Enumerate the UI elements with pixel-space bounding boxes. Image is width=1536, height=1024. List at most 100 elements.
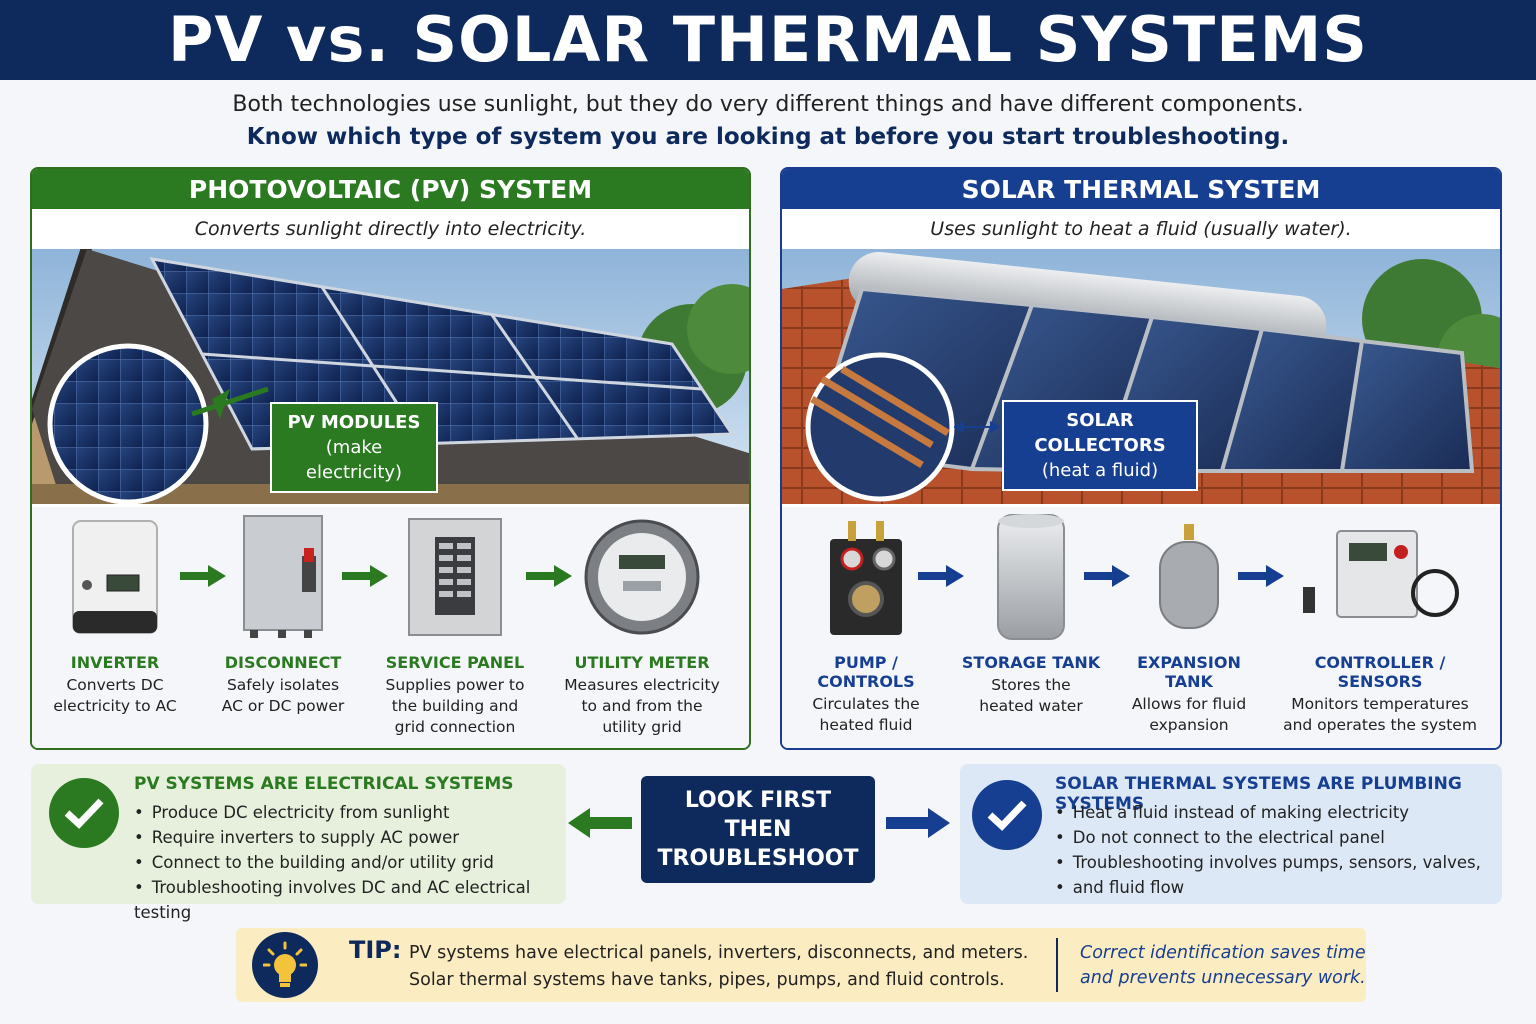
pv-panel-subtitle: Converts sunlight directly into electric… xyxy=(194,218,587,240)
tip-banner: TIP: PV systems have electrical panels, … xyxy=(236,928,1366,1002)
list-item: Troubleshooting involves DC and AC elect… xyxy=(134,875,566,925)
flow-arrow-icon xyxy=(1084,565,1130,587)
pv-component-title: INVERTER xyxy=(70,653,160,672)
tip-line: Solar thermal systems have tanks, pipes,… xyxy=(409,970,1005,990)
page-title: PV vs. SOLAR THERMAL SYSTEMS xyxy=(168,3,1368,76)
solar-collectors-label: SOLAR COLLECTORS xyxy=(1034,410,1166,456)
st-component-desc: and operates the system xyxy=(1283,716,1477,734)
st-panel-title: SOLAR THERMAL SYSTEM xyxy=(782,169,1500,209)
st-rooftop-scene: SOLAR COLLECTORS (heat a fluid) xyxy=(782,249,1500,504)
pv-component-desc: the building and xyxy=(391,697,519,715)
st-component-desc: Allows for fluid xyxy=(1131,695,1247,713)
pv-components: INVERTER Converts DC electricity to AC D… xyxy=(32,507,749,748)
pv-panel-title: PHOTOVOLTAIC (PV) SYSTEM xyxy=(32,169,749,209)
utility-meter-icon xyxy=(584,519,700,634)
lightbulb-icon xyxy=(252,932,318,998)
pv-component-desc: Safely isolates xyxy=(226,676,340,694)
solar-collectors-desc: (heat a fluid) xyxy=(1041,460,1159,481)
inverter-icon xyxy=(72,519,158,634)
tip-divider xyxy=(1056,938,1058,992)
pv-component-desc: Measures electricity xyxy=(564,676,720,694)
storage-tank-icon xyxy=(997,514,1065,640)
st-components: PUMP / CONTROLS Circulates the heated fl… xyxy=(782,507,1500,748)
list-item: Connect to the building and/or utility g… xyxy=(134,850,566,875)
st-component-desc: expansion xyxy=(1149,716,1229,734)
solar-thermal-system-panel: SOLAR THERMAL SYSTEM Uses sunlight to he… xyxy=(780,167,1502,750)
list-item: and fluid flow xyxy=(1055,875,1481,900)
pv-modules-label: PV MODULES xyxy=(287,412,421,433)
look-first-banner: LOOK FIRST THEN TROUBLESHOOT xyxy=(641,776,875,883)
look-first-line: THEN xyxy=(724,817,792,842)
pv-component-service-panel: SERVICE PANEL Supplies power to the buil… xyxy=(380,507,530,738)
list-item: Troubleshooting involves pumps, sensors,… xyxy=(1055,850,1481,875)
st-summary-list: Heat a fluid instead of making electrici… xyxy=(1055,800,1481,900)
tip-note-line: and prevents unnecessary work. xyxy=(1080,968,1366,988)
pv-component-title: DISCONNECT xyxy=(224,653,342,672)
pv-modules-desc: (make electricity) xyxy=(305,437,403,483)
arrow-left-icon xyxy=(568,808,632,838)
pv-summary-box: PV SYSTEMS ARE ELECTRICAL SYSTEMS Produc… xyxy=(31,764,566,922)
look-first-line: TROUBLESHOOT xyxy=(657,846,859,871)
st-component-desc: Monitors temperatures xyxy=(1291,695,1469,713)
st-panel-subtitle: Uses sunlight to heat a fluid (usually w… xyxy=(930,218,1352,240)
pv-component-desc: to and from the xyxy=(581,697,703,715)
st-component-desc: Circulates the xyxy=(812,695,920,713)
pv-modules-callout: PV MODULES (make electricity) xyxy=(270,402,438,493)
st-component-title: EXPANSION TANK xyxy=(1137,653,1241,691)
flow-arrow-icon xyxy=(1238,565,1284,587)
tip-line: PV systems have electrical panels, inver… xyxy=(409,943,1029,963)
pv-component-desc: utility grid xyxy=(602,718,682,736)
pv-component-desc: electricity to AC xyxy=(53,697,177,715)
flow-arrow-icon xyxy=(526,565,572,587)
pv-component-utility-meter: UTILITY METER Measures electricity to an… xyxy=(562,507,722,738)
st-component-controller: CONTROLLER / SENSORS Monitors temperatur… xyxy=(1274,507,1486,736)
tip-label: TIP: xyxy=(349,936,402,964)
st-component-title: CONTROLLER / SENSORS xyxy=(1314,653,1446,691)
st-component-title: PUMP / CONTROLS xyxy=(817,653,915,691)
st-component-desc: heated fluid xyxy=(819,716,913,734)
checkmark-icon xyxy=(49,778,119,848)
pv-summary-title: PV SYSTEMS ARE ELECTRICAL SYSTEMS xyxy=(134,774,514,794)
pv-component-desc: Supplies power to xyxy=(385,676,525,694)
pv-component-title: SERVICE PANEL xyxy=(385,653,525,672)
flow-arrow-icon xyxy=(180,565,226,587)
intro-text: Both technologies use sunlight, but they… xyxy=(232,92,1304,117)
look-first-line: LOOK FIRST xyxy=(684,788,832,813)
pv-component-desc: grid connection xyxy=(394,718,516,736)
list-item: Heat a fluid instead of making electrici… xyxy=(1055,800,1481,825)
pv-summary-list: Produce DC electricity from sunlight Req… xyxy=(134,800,566,925)
st-component-storage-tank: STORAGE TANK Stores the heated water xyxy=(956,507,1106,717)
pv-rooftop-scene: PV MODULES (make electricity) xyxy=(32,249,749,504)
service-panel-icon xyxy=(408,517,502,636)
pv-component-disconnect: DISCONNECT Safely isolates AC or DC powe… xyxy=(208,507,358,717)
tip-note: Correct identification saves time and pr… xyxy=(1080,941,1366,991)
solar-collectors-callout: SOLAR COLLECTORS (heat a fluid) xyxy=(1002,400,1198,491)
pv-component-desc: Converts DC xyxy=(66,676,164,694)
st-rooftop-illustration xyxy=(782,249,1500,504)
st-component-title: STORAGE TANK xyxy=(961,653,1101,672)
st-component-pump: PUMP / CONTROLS Circulates the heated fl… xyxy=(786,507,946,736)
st-component-desc: Stores the xyxy=(991,676,1071,694)
flow-arrow-icon xyxy=(342,565,388,587)
intro-emphasis: Know which type of system you are lookin… xyxy=(246,124,1290,150)
pump-icon xyxy=(830,520,902,635)
checkmark-icon xyxy=(972,780,1042,850)
list-item: Do not connect to the electrical panel xyxy=(1055,825,1481,850)
pv-component-inverter: INVERTER Converts DC electricity to AC xyxy=(40,507,190,717)
tip-note-line: Correct identification saves time xyxy=(1080,943,1366,963)
list-item: Require inverters to supply AC power xyxy=(134,825,566,850)
pv-component-desc: AC or DC power xyxy=(221,697,345,715)
page-header: PV vs. SOLAR THERMAL SYSTEMS xyxy=(0,0,1536,80)
pv-system-panel: PHOTOVOLTAIC (PV) SYSTEM Converts sunlig… xyxy=(30,167,751,750)
controller-icon xyxy=(1303,530,1459,618)
tip-text: PV systems have electrical panels, inver… xyxy=(409,940,1028,994)
pv-rooftop-illustration xyxy=(32,249,749,504)
flow-arrow-icon xyxy=(918,565,964,587)
pv-component-title: UTILITY METER xyxy=(574,653,710,672)
list-item: Produce DC electricity from sunlight xyxy=(134,800,566,825)
arrow-right-icon xyxy=(886,808,950,838)
st-summary-box: SOLAR THERMAL SYSTEMS ARE PLUMBING SYSTE… xyxy=(960,764,1502,904)
expansion-tank-icon xyxy=(1159,524,1219,629)
st-component-expansion-tank: EXPANSION TANK Allows for fluid expansio… xyxy=(1114,507,1264,736)
disconnect-icon xyxy=(243,515,323,638)
